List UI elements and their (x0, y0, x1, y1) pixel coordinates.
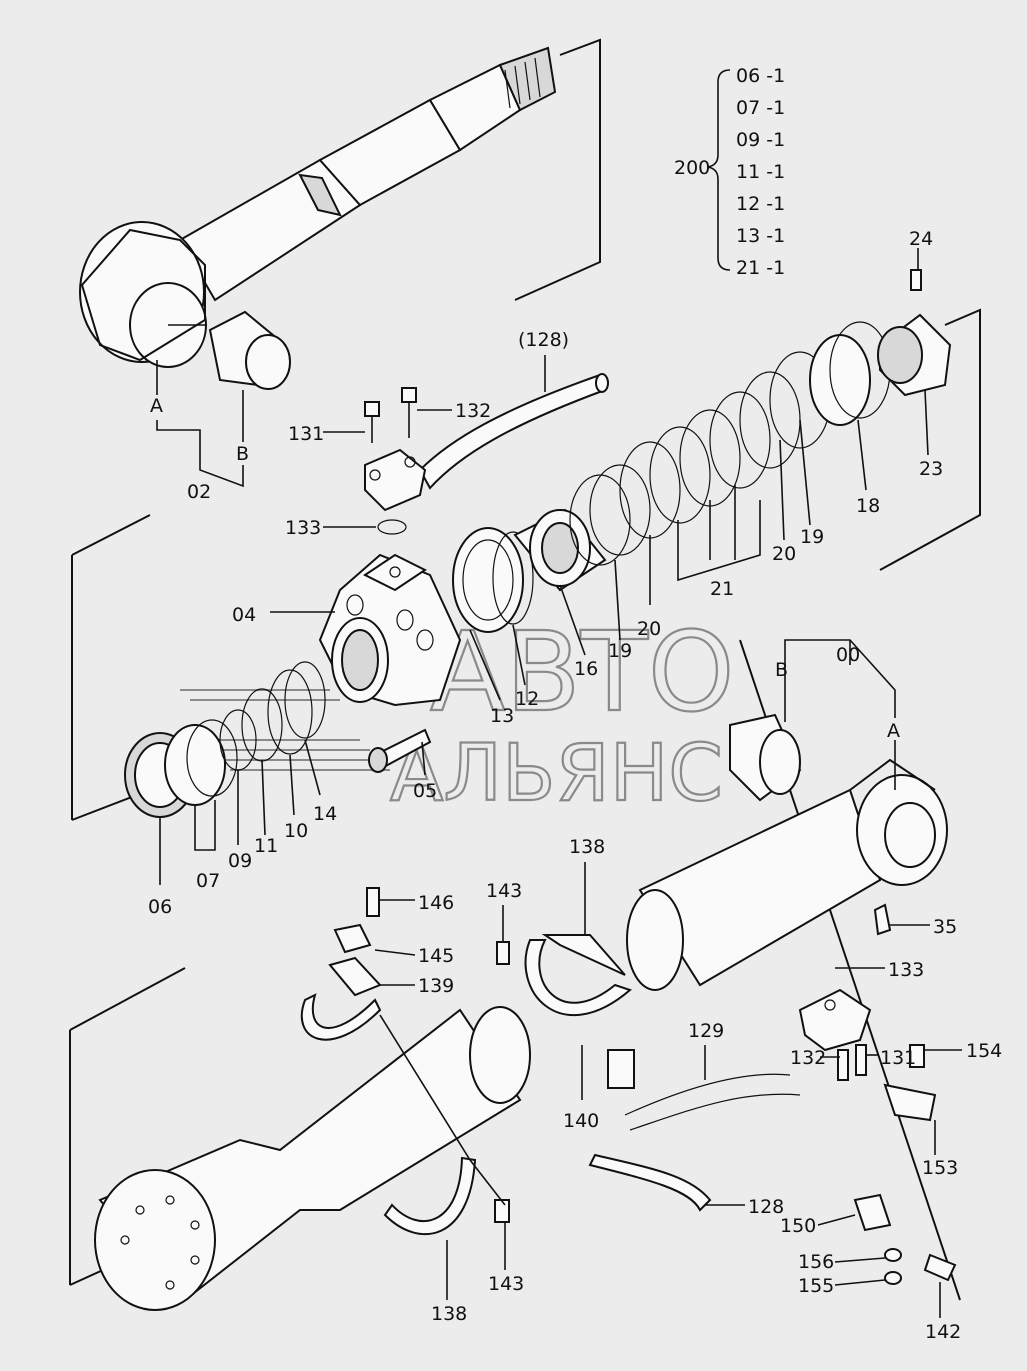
piston-rod (79, 46, 557, 368)
cylinder-tube-upper (626, 758, 948, 991)
label-13: 13 (490, 705, 514, 727)
label-B2: B (775, 659, 788, 681)
label-20a: 20 (772, 543, 796, 565)
label-35: 35 (933, 916, 957, 938)
label-09: 09 (228, 850, 252, 872)
watermark-line2: АЛЬЯНС (390, 729, 723, 819)
label-140: 140 (563, 1110, 599, 1132)
pipe-top (418, 373, 609, 490)
label-11: 11 (254, 835, 278, 857)
pipes-lower (588, 988, 957, 1285)
label-18: 18 (856, 495, 880, 517)
label-16: 16 (574, 658, 598, 680)
label-19b: 19 (608, 640, 632, 662)
label-10: 10 (284, 820, 308, 842)
kit-item-5: 12 -1 (736, 193, 785, 215)
leader-lines (156, 248, 962, 1318)
rod-bushing (208, 310, 291, 390)
label-00: 00 (836, 644, 860, 666)
label-128-ref: (128) (518, 329, 569, 351)
label-A1: A (150, 395, 163, 417)
label-143a: 143 (486, 880, 522, 902)
label-20b: 20 (637, 618, 661, 640)
label-146: 146 (418, 892, 454, 914)
label-04: 04 (232, 604, 256, 626)
head-bolt (368, 728, 432, 773)
bolts-top (364, 387, 417, 535)
label-14: 14 (313, 803, 337, 825)
label-128: 128 (748, 1196, 784, 1218)
label-06: 06 (148, 896, 172, 918)
tube-bushing (729, 713, 802, 802)
label-143b: 143 (488, 1273, 524, 1295)
kit-code: 200 (674, 157, 710, 179)
label-02: 02 (187, 481, 211, 503)
label-153: 153 (922, 1157, 958, 1179)
label-129: 129 (688, 1020, 724, 1042)
label-145: 145 (418, 945, 454, 967)
label-131b: 131 (880, 1047, 916, 1069)
label-154: 154 (966, 1040, 1002, 1062)
label-05: 05 (413, 780, 437, 802)
label-132b: 132 (790, 1047, 826, 1069)
label-156: 156 (798, 1251, 834, 1273)
label-139: 139 (418, 975, 454, 997)
grease-nipple-35 (873, 903, 892, 936)
cylinder-head (318, 553, 462, 707)
part-labels: (128) 132 131 133 02 A B 24 23 18 19 20 … (148, 228, 1002, 1343)
kit-item-6: 13 -1 (736, 225, 785, 247)
label-A2: A (887, 720, 900, 742)
label-23: 23 (919, 458, 943, 480)
label-24: 24 (909, 228, 933, 250)
label-155: 155 (798, 1275, 834, 1297)
clamp-139 (300, 887, 382, 1041)
piston-assembly (452, 269, 952, 633)
label-131a: 131 (288, 423, 324, 445)
label-150: 150 (780, 1215, 816, 1237)
label-12: 12 (515, 688, 539, 710)
kit-item-2: 07 -1 (736, 97, 785, 119)
seal-rings-left (124, 661, 326, 818)
label-132a: 132 (455, 400, 491, 422)
label-19a: 19 (800, 526, 824, 548)
kit-item-1: 06 -1 (736, 65, 785, 87)
label-07: 07 (196, 870, 220, 892)
label-133a: 133 (285, 517, 321, 539)
kit-item-4: 11 -1 (736, 161, 785, 183)
cylinder-tube-lower (94, 1006, 531, 1311)
kit-item-7: 21 -1 (736, 257, 785, 279)
label-B1: B (236, 443, 249, 465)
label-138b: 138 (431, 1303, 467, 1325)
label-138a: 138 (569, 836, 605, 858)
label-21: 21 (710, 578, 734, 600)
kit-item-3: 09 -1 (736, 129, 785, 151)
watermark: АВТО АЛЬЯНС (180, 607, 736, 820)
label-142: 142 (925, 1321, 961, 1343)
flange-top (364, 448, 427, 512)
kit-200: 200 06 -1 07 -1 09 -1 11 -1 12 -1 13 -1 … (674, 65, 785, 279)
label-133b: 133 (888, 959, 924, 981)
